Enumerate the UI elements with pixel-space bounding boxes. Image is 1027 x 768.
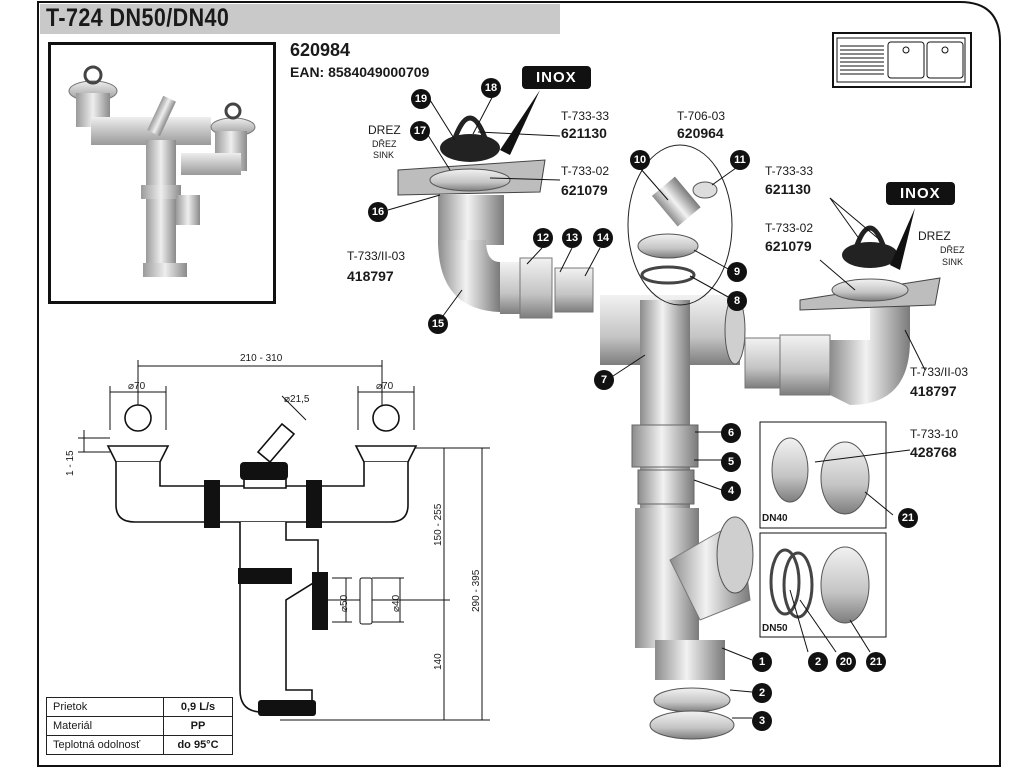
- dim-290-395: 290 - 395: [471, 569, 482, 612]
- part-badge-3: 3: [752, 711, 772, 731]
- code-428768: 428768: [910, 444, 957, 460]
- spec-value: PP: [163, 716, 233, 736]
- code-621079-right: 621079: [765, 238, 812, 254]
- part-badge-8: 8: [727, 291, 747, 311]
- dim-width-range: 210 - 310: [240, 353, 283, 364]
- ref-t733-02-left: T-733-02: [561, 164, 610, 178]
- part-badge-15: 15: [428, 314, 448, 334]
- part-badge-17: 17: [410, 121, 430, 141]
- code-418797-left: 418797: [347, 268, 394, 284]
- ean-code: EAN: 8584049000709: [290, 64, 430, 80]
- header-bar: [40, 4, 560, 34]
- sink-label-right-2: DŘEZ: [940, 245, 965, 255]
- ref-t733-ii-right: T-733/II-03: [910, 365, 969, 379]
- code-621130-left: 621130: [561, 125, 607, 141]
- part-badge-4: 4: [721, 481, 741, 501]
- part-badge-16: 16: [368, 202, 388, 222]
- ref-t733-10: T-733-10: [910, 427, 959, 441]
- part-badge-19: 19: [411, 89, 431, 109]
- exploded-assembly-drawing: [387, 87, 941, 740]
- part-badge-6: 6: [721, 423, 741, 443]
- part-badge-12: 12: [533, 228, 553, 248]
- sink-label-right-3: SINK: [942, 257, 964, 267]
- dim-d40: ⌀40: [391, 594, 402, 612]
- part-badge-21-dn40: 21: [898, 508, 918, 528]
- sink-label-left-3: SINK: [373, 150, 395, 160]
- dn50-label: DN50: [762, 623, 788, 634]
- ref-t733-02-right: T-733-02: [765, 221, 814, 235]
- part-badge-14: 14: [593, 228, 613, 248]
- sink-label-right-1: DREZ: [918, 229, 951, 243]
- ref-t733-33-left: T-733-33: [561, 109, 610, 123]
- inox-label-right: INOX: [886, 182, 955, 205]
- dim-d70-right: ⌀70: [376, 381, 394, 392]
- inox-label-left: INOX: [522, 66, 591, 89]
- part-badge-1: 1: [752, 652, 772, 672]
- part-badge-21-dn50: 21: [866, 652, 886, 672]
- dim-150-255: 150 - 255: [433, 503, 444, 546]
- spec-value: 0,9 L/s: [163, 697, 233, 717]
- dim-d21: ⌀21,5: [284, 394, 310, 405]
- product-photo: [48, 42, 276, 304]
- part-badge-13: 13: [562, 228, 582, 248]
- part-badge-11: 11: [730, 150, 750, 170]
- double-sink-icon: [832, 32, 972, 88]
- product-photo-illustration: [68, 65, 256, 277]
- part-badge-10: 10: [630, 150, 650, 170]
- code-418797-right: 418797: [910, 383, 957, 399]
- sink-label-left-2: DŘEZ: [372, 139, 397, 149]
- part-badge-5: 5: [721, 452, 741, 472]
- part-badge-20: 20: [836, 652, 856, 672]
- product-code: 620984: [290, 40, 351, 60]
- part-badge-18: 18: [481, 78, 501, 98]
- spec-key: Teplotná odolnosť: [46, 735, 164, 755]
- ref-t733-33-right: T-733-33: [765, 164, 814, 178]
- part-badge-7: 7: [594, 370, 614, 390]
- dim-1-15: 1 - 15: [65, 450, 76, 476]
- spec-key: Prietok: [46, 697, 164, 717]
- dim-140: 140: [433, 653, 444, 670]
- dim-d50: ⌀50: [339, 594, 350, 612]
- part-badge-9: 9: [727, 262, 747, 282]
- code-621130-right: 621130: [765, 181, 811, 197]
- ref-t733-ii-left: T-733/II-03: [347, 249, 406, 263]
- dimension-drawing: [78, 360, 490, 721]
- sink-label-left-1: DREZ: [368, 123, 401, 137]
- page-title: T-724 DN50/DN40: [46, 4, 230, 32]
- dim-d70-left: ⌀70: [128, 381, 146, 392]
- ref-t706-03: T-706-03: [677, 109, 726, 123]
- spec-key: Materiál: [46, 716, 164, 736]
- code-620964: 620964: [677, 125, 724, 141]
- part-badge-2-dn50: 2: [808, 652, 828, 672]
- code-621079-left: 621079: [561, 182, 608, 198]
- part-badge-2: 2: [752, 683, 772, 703]
- spec-value: do 95°C: [163, 735, 233, 755]
- dn40-label: DN40: [762, 513, 788, 524]
